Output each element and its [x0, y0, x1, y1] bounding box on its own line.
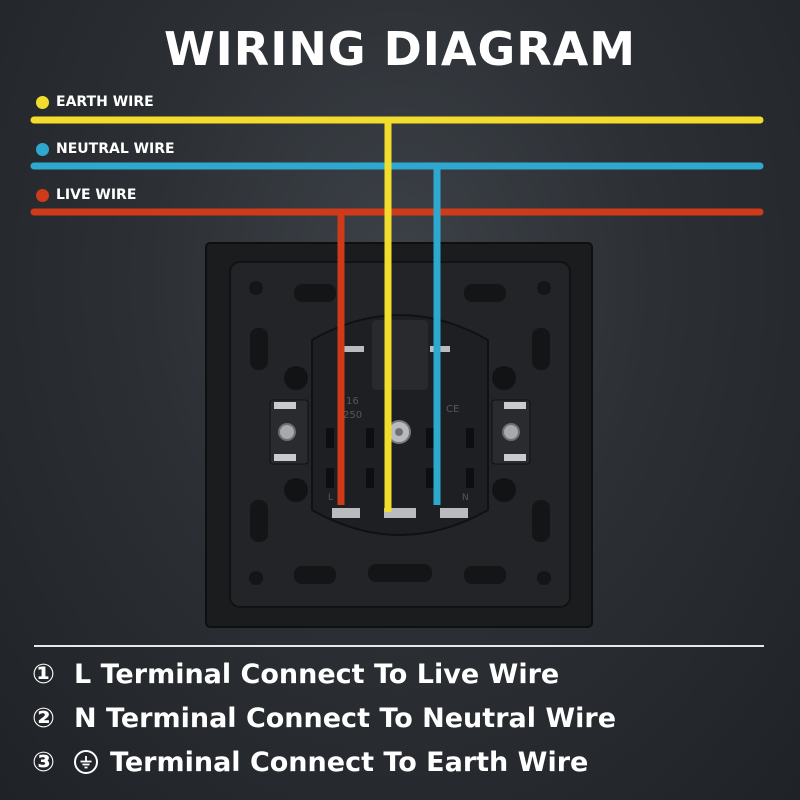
mounting-slot	[532, 500, 550, 542]
live-color-dot	[36, 188, 49, 202]
contact-slot	[426, 428, 434, 448]
mounting-slot	[250, 500, 268, 542]
instruction-item: ③ Terminal Connect To Earth Wire	[32, 740, 772, 784]
contact-slot	[326, 428, 334, 448]
instructions-list: ① L Terminal Connect To Live Wire ② N Te…	[32, 652, 772, 784]
step-number: ②	[32, 702, 55, 734]
legend-earth-label: EARTH WIRE	[56, 94, 154, 110]
contact-slot	[366, 428, 374, 448]
mounting-slot	[250, 328, 268, 370]
screw-hole	[284, 478, 308, 502]
rating-volts: 250	[343, 410, 362, 421]
terminal-screw	[278, 423, 296, 441]
corner-hole	[249, 571, 263, 585]
mounting-slot	[532, 328, 550, 370]
socket-back: 16 250 CE L N	[205, 242, 593, 628]
contact-slot	[326, 468, 334, 488]
wire-clamp	[332, 508, 360, 518]
mounting-slot	[294, 566, 336, 584]
earth-color-dot	[36, 95, 49, 109]
step-number: ①	[32, 658, 55, 690]
terminal-screw	[502, 423, 520, 441]
wire-clamp	[384, 508, 416, 518]
instruction-text: N Terminal Connect To Neutral Wire	[74, 702, 617, 734]
contact-slot	[466, 428, 474, 448]
wire-clamp	[440, 508, 468, 518]
instruction-text: L Terminal Connect To Live Wire	[74, 658, 560, 690]
screw-hole	[492, 366, 516, 390]
diagram-title: WIRING DIAGRAM	[163, 22, 637, 76]
instruction-item: ① L Terminal Connect To Live Wire	[32, 652, 772, 696]
metal-clip	[274, 402, 296, 409]
earth-screw-center	[395, 428, 403, 436]
mounting-slot	[464, 284, 506, 302]
instruction-item: ② N Terminal Connect To Neutral Wire	[32, 696, 772, 740]
legend-live: LIVE WIRE	[36, 187, 136, 203]
neutral-color-dot	[36, 142, 49, 156]
screw-hole	[284, 366, 308, 390]
earth-symbol-icon	[74, 750, 98, 774]
corner-hole	[537, 281, 551, 295]
metal-clip	[504, 402, 526, 409]
center-block	[372, 320, 428, 390]
legend-earth: EARTH WIRE	[36, 94, 154, 110]
screw-hole	[492, 478, 516, 502]
legend-neutral: NEUTRAL WIRE	[36, 141, 175, 157]
terminal-n-label: N	[462, 493, 469, 503]
clip	[344, 346, 364, 352]
earth-symbol-glyph	[80, 756, 92, 769]
lower-key	[368, 564, 432, 582]
corner-hole	[537, 571, 551, 585]
instruction-text: Terminal Connect To Earth Wire	[110, 746, 589, 778]
rating-amps: 16	[346, 396, 359, 407]
divider-line	[34, 645, 764, 647]
mounting-slot	[464, 566, 506, 584]
legend-neutral-label: NEUTRAL WIRE	[56, 141, 175, 157]
legend-live-label: LIVE WIRE	[56, 187, 137, 203]
corner-hole	[249, 281, 263, 295]
ce-mark: CE	[446, 404, 459, 415]
contact-slot	[466, 468, 474, 488]
mounting-slot	[294, 284, 336, 302]
metal-clip	[274, 454, 296, 461]
contact-slot	[426, 468, 434, 488]
contact-slot	[366, 468, 374, 488]
step-number: ③	[32, 746, 55, 778]
metal-clip	[504, 454, 526, 461]
terminal-l-label: L	[328, 493, 333, 503]
